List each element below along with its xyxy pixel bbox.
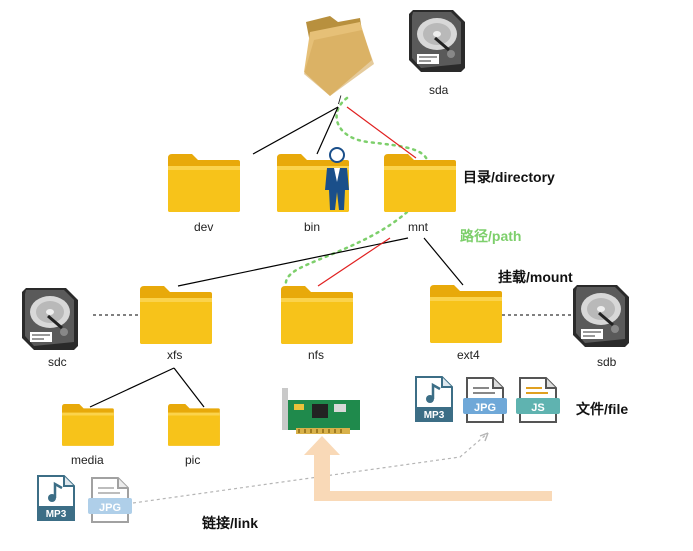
legend-directory: 目录/directory <box>463 169 555 185</box>
xfs-folder-icon <box>140 286 212 344</box>
mount-arrow-bar <box>326 491 552 501</box>
svg-text:JPG: JPG <box>99 502 121 514</box>
edge-mnt-nfs <box>317 237 391 287</box>
sdc-disk-icon <box>20 286 80 352</box>
mnt-folder-icon <box>384 154 456 212</box>
js-file-icon: JS <box>515 377 561 423</box>
svg-text:JS: JS <box>531 402 544 414</box>
mount-arrow-head <box>304 436 340 455</box>
media-folder-icon <box>62 404 114 446</box>
node-bin-label: bin <box>304 220 320 234</box>
node-pic-label: pic <box>185 453 200 467</box>
node-sdb-label: sdb <box>597 355 617 369</box>
node-sda-label: sda <box>429 83 449 97</box>
mount-device-arrow <box>306 438 552 500</box>
edge-root-dev <box>252 106 339 155</box>
network-card-icon <box>282 388 360 434</box>
edge-mnt-xfs <box>177 237 409 287</box>
legend-mount: 挂载/mount <box>498 269 573 285</box>
edge-mnt-ext4 <box>423 237 464 286</box>
jpg-file-icon: JPG <box>462 377 508 423</box>
root-folder-icon <box>304 16 374 96</box>
sda-disk-icon <box>407 8 467 74</box>
dev-folder-icon <box>168 154 240 212</box>
edge-xfs-media <box>89 367 175 408</box>
node-root-label: / <box>338 93 342 107</box>
link-arrow <box>132 432 489 504</box>
nfs-folder-icon <box>281 286 353 344</box>
legend-link: 链接/link <box>202 515 258 531</box>
ext4-folder-icon <box>430 285 502 343</box>
svg-text:MP3: MP3 <box>46 509 67 520</box>
mount-arrow-shaft <box>314 452 330 501</box>
edge-root-bin <box>316 106 339 155</box>
pic-folder-icon <box>168 404 220 446</box>
svg-text:MP3: MP3 <box>424 410 445 421</box>
edge-xfs-pic <box>173 367 205 408</box>
link-jpg-file-icon: JPG <box>87 477 133 523</box>
edge-root-mnt <box>346 106 417 159</box>
sdb-disk-icon <box>571 283 631 349</box>
legend-file: 文件/file <box>576 401 628 417</box>
node-xfs-label: xfs <box>167 348 182 362</box>
link-mp3-file-icon: MP3 <box>36 474 76 522</box>
legend-path: 路径/path <box>460 228 521 244</box>
link-arrow-head <box>479 432 489 442</box>
svg-text:JPG: JPG <box>474 402 496 414</box>
node-mnt-label: mnt <box>408 220 429 234</box>
user-person-icon <box>325 147 349 210</box>
mp3-file-icon: MP3 <box>414 375 454 423</box>
node-dev-label: dev <box>194 220 213 234</box>
node-ext4-label: ext4 <box>457 348 480 362</box>
node-nfs-label: nfs <box>308 348 324 362</box>
node-sdc-label: sdc <box>48 355 67 369</box>
node-media-label: media <box>71 453 104 467</box>
